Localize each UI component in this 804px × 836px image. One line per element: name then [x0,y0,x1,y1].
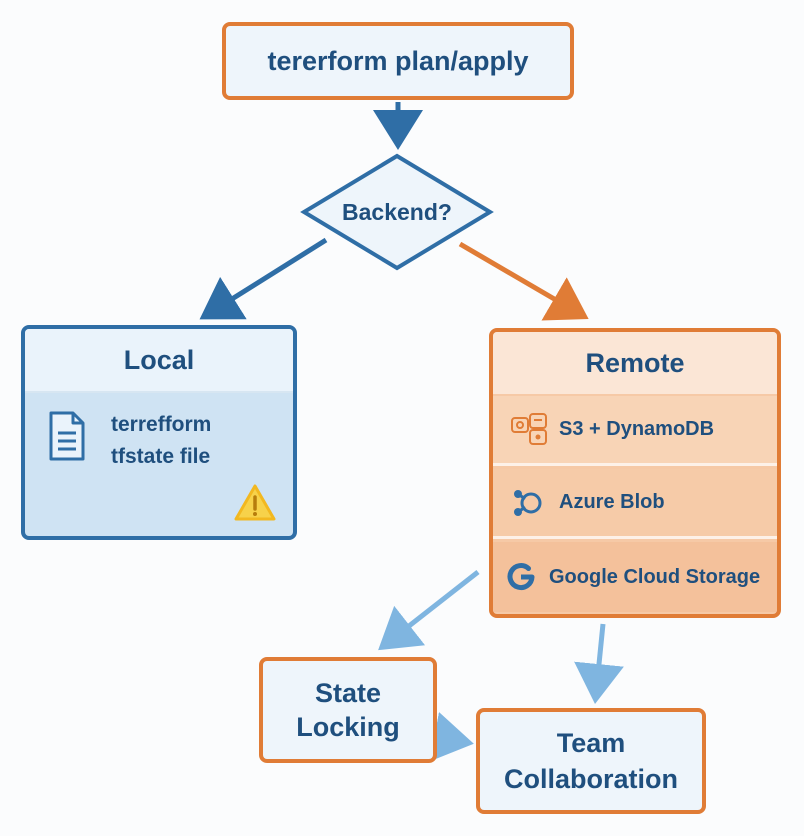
remote-option-label: Azure Blob [559,491,665,513]
command-node: tererform plan/apply [222,22,574,100]
remote-option-label: Google Cloud Storage [549,565,761,588]
arrow-locking-to-team [430,712,474,762]
arrow-decision-to-local [199,237,328,320]
state-locking-line1: State [314,678,381,708]
decision-diamond [300,153,494,271]
remote-option-label: S3 + DynamoDB [559,418,715,440]
azure-blob-icon [509,485,549,521]
remote-node: Remote S3 + DynamoDB Azure Blob [489,328,781,618]
google-icon [501,560,541,594]
local-file-line2: tfstate file [111,445,211,468]
document-icon [49,411,85,461]
remote-option-s3: S3 + DynamoDB [493,396,777,466]
aws-s3-icon [509,412,549,448]
arrow-decision-to-remote [458,241,589,321]
warning-icon [234,484,276,521]
remote-title: Remote [493,332,777,394]
arrow-remote-to-team [574,623,624,704]
arrow-remote-to-locking [378,570,480,651]
local-title: Local [25,329,293,393]
state-locking-line2: Locking [296,712,400,742]
remote-option-azure: Azure Blob [493,469,777,539]
decision-label: Backend? [342,198,452,225]
state-locking-node: State Locking [259,657,437,763]
remote-option-gcs: Google Cloud Storage [493,542,777,612]
local-file-text: terrefform tfstate file [111,409,211,473]
team-collaboration-node: Team Collaboration [476,708,706,814]
command-label: tererform plan/apply [267,45,529,76]
local-node: Local terrefform tfstate file [21,325,297,540]
team-line2: Collaboration [504,764,678,794]
team-line1: Team [556,728,626,758]
local-file-line1: terrefform [111,413,212,436]
